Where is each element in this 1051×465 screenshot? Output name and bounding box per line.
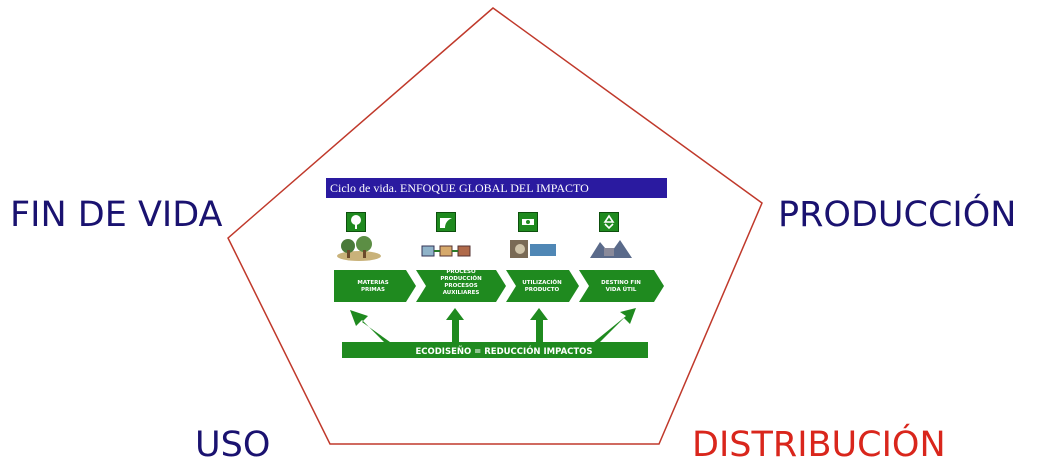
life-cycle-slide-image: Ciclo de vida. ENFOQUE GLOBAL DEL IMPACT… xyxy=(324,176,669,362)
end-of-life-picture xyxy=(590,240,632,258)
product-use-picture xyxy=(510,240,556,258)
stage-destino-fin-vida: DESTINO FIN VIDA ÚTIL xyxy=(601,280,641,293)
label-fin-de-vida: FIN DE VIDA xyxy=(10,195,223,235)
ecodesign-feedback-arrows xyxy=(342,308,648,358)
tree-icon xyxy=(346,212,366,232)
stage-utilizacion-producto: UTILIZACIÓN PRODUCTO xyxy=(522,280,562,293)
factory-icon xyxy=(436,212,456,232)
label-produccion: PRODUCCIÓN xyxy=(778,195,1017,235)
label-distribucion: DISTRIBUCIÓN xyxy=(692,425,946,465)
stage-materias-primas: MATERIAS PRIMAS xyxy=(357,280,389,293)
slide-title: Ciclo de vida. ENFOQUE GLOBAL DEL IMPACT… xyxy=(326,178,667,198)
production-process-picture xyxy=(421,245,471,257)
label-uso: USO xyxy=(195,425,271,465)
process-flow-arrows xyxy=(334,270,664,302)
ecodesign-banner: ECODISEÑO = REDUCCIÓN IMPACTOS xyxy=(415,347,593,357)
product-use-icon xyxy=(518,212,538,232)
raw-materials-picture xyxy=(337,236,381,261)
recycle-icon xyxy=(599,212,619,232)
stage-proceso-produccion: PROCESO PRODUCCIÓN PROCESOS AUXILIARES xyxy=(440,269,482,296)
